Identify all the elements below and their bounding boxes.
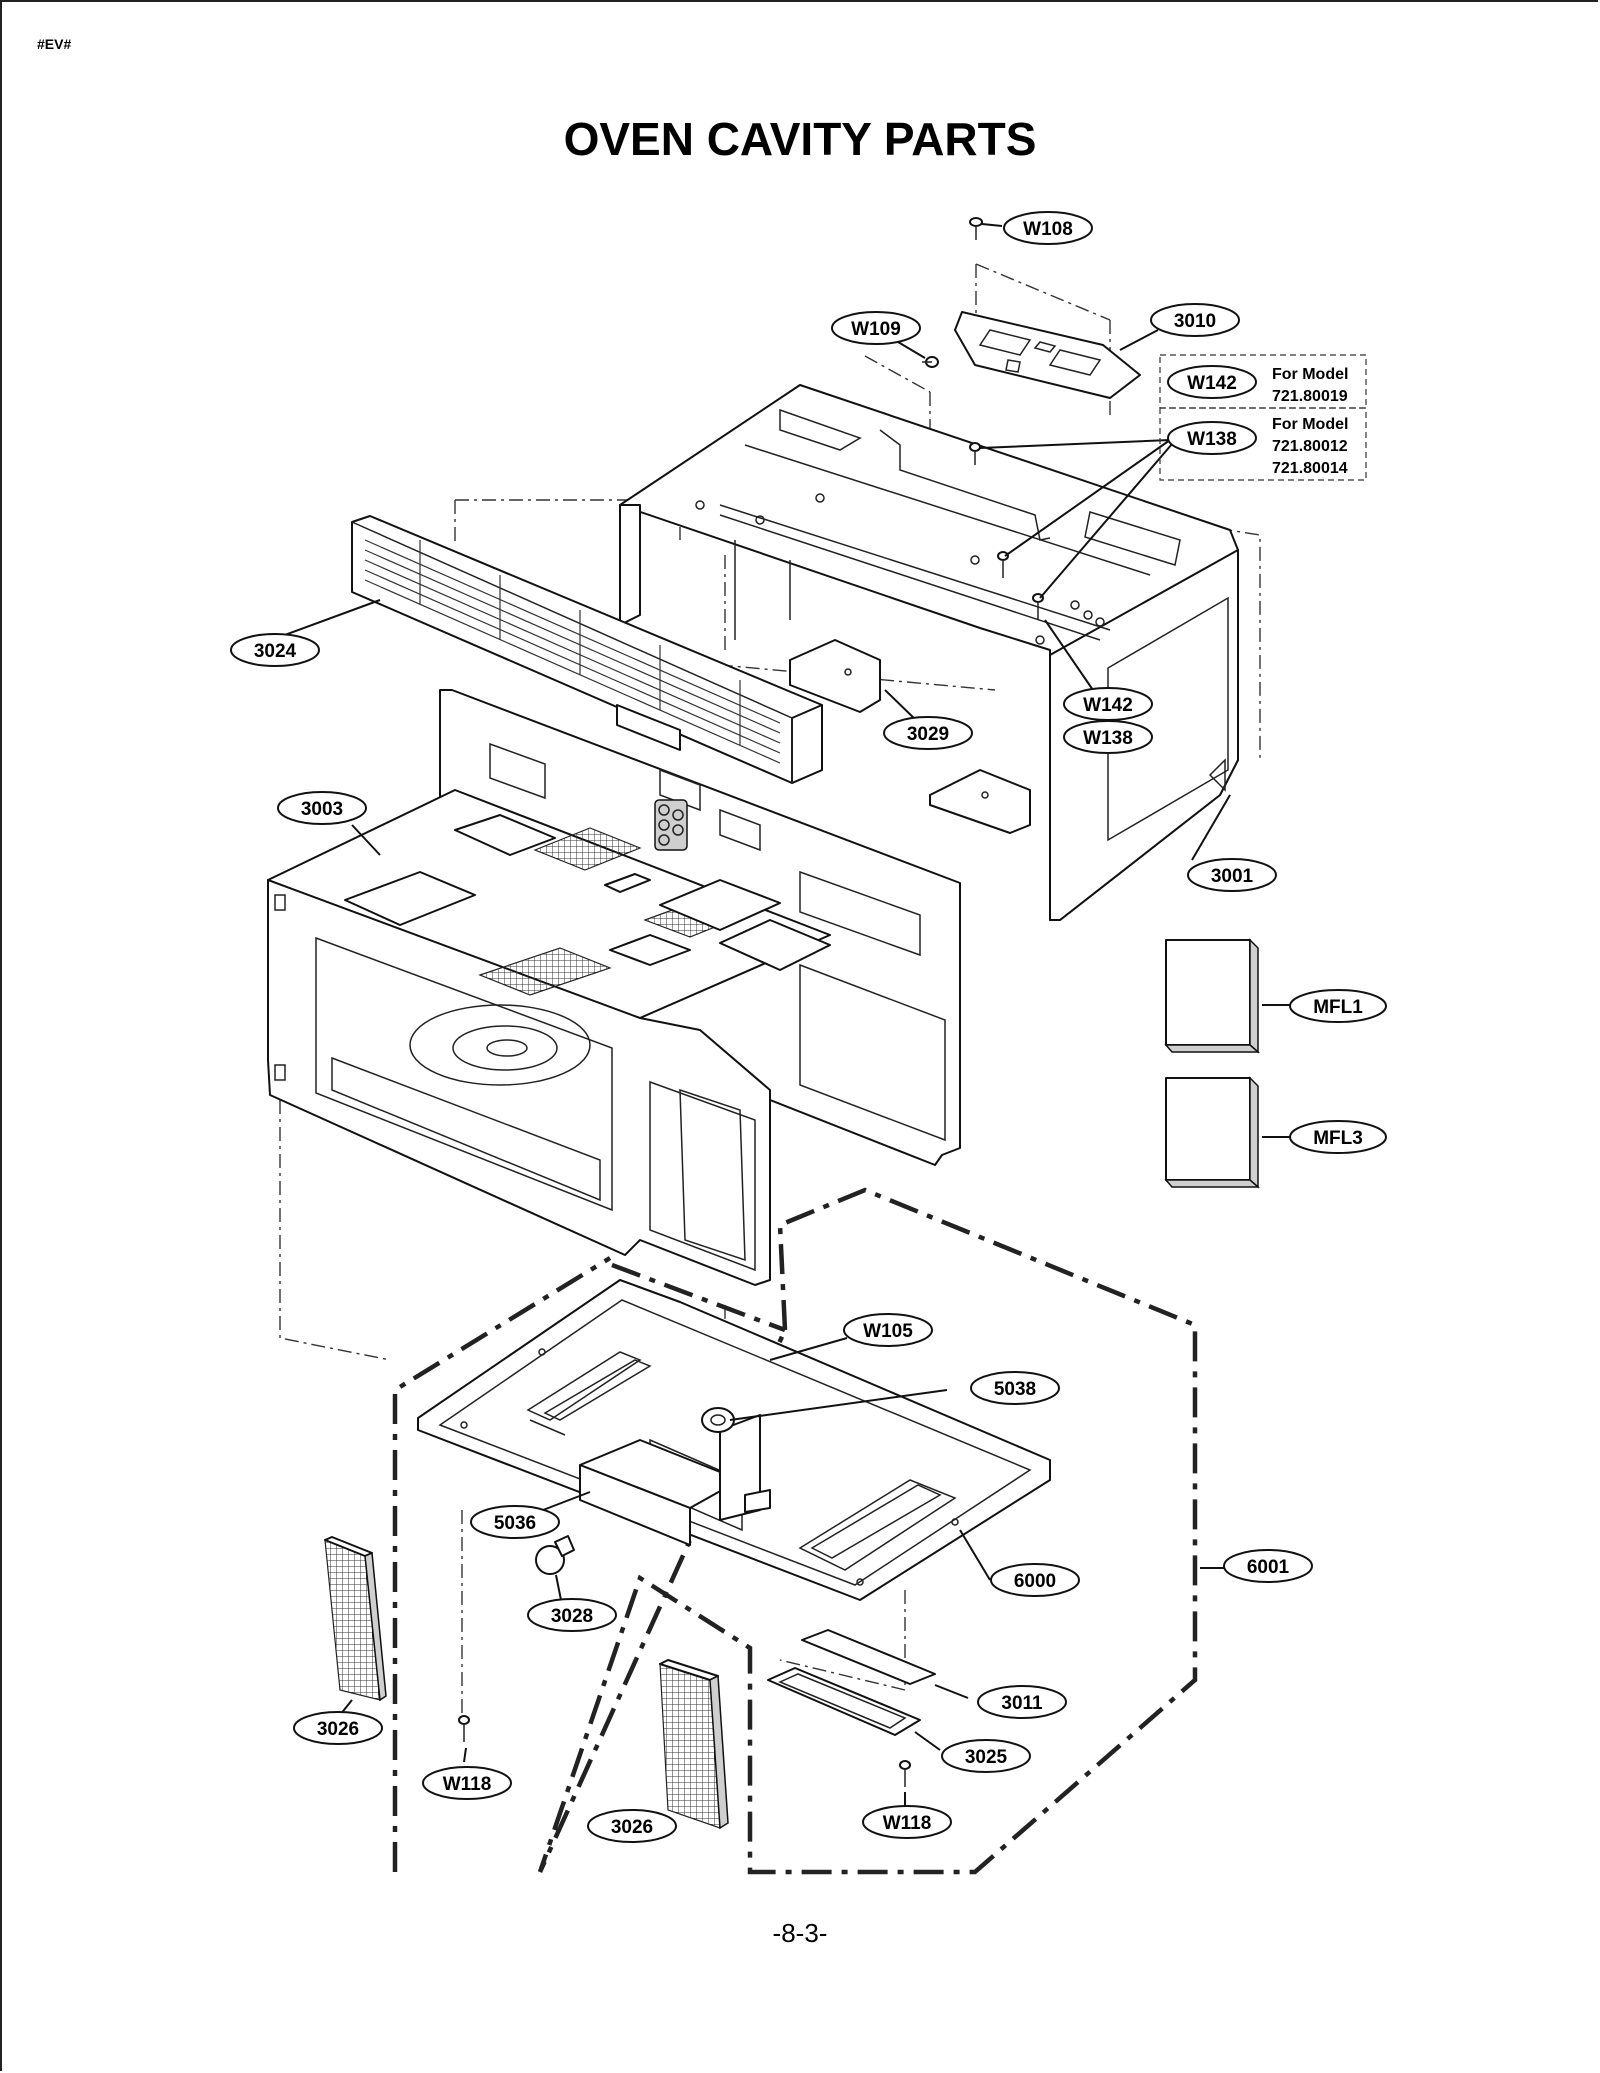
svg-text:W138: W138	[1187, 429, 1237, 450]
callout-3025: 3025	[941, 1739, 1031, 1773]
lamp-housing-3025	[767, 1667, 921, 1736]
svg-text:W108: W108	[1023, 219, 1073, 240]
screw-w108	[969, 217, 983, 240]
svg-text:W138: W138	[1083, 728, 1133, 749]
screw-w138-c	[1032, 593, 1044, 620]
screw-w109	[922, 356, 939, 368]
screw-w138-b	[997, 551, 1009, 578]
lamp-cover-3011	[801, 1629, 936, 1685]
svg-text:MFL1: MFL1	[1313, 997, 1363, 1018]
svg-text:3025: 3025	[965, 1747, 1008, 1768]
outline-6001	[392, 1187, 1198, 1875]
svg-text:W105: W105	[863, 1321, 913, 1342]
callout-w118-right: W118	[862, 1805, 952, 1839]
page-number: -8-3-	[772, 1918, 828, 1948]
vent-grille-3024	[351, 515, 823, 784]
callout-3003: 3003	[277, 791, 367, 825]
grease-filter-3026-left	[324, 1536, 387, 1702]
callout-w109: W109	[831, 311, 921, 345]
base-plate-6000	[417, 1279, 1051, 1601]
callout-mfl3: MFL3	[1289, 1120, 1387, 1154]
oven-cavity-3003	[267, 689, 961, 1286]
svg-text:W142: W142	[1083, 695, 1133, 716]
svg-text:MFL3: MFL3	[1313, 1128, 1363, 1149]
top-plate-3010	[954, 311, 1141, 399]
callout-3010: 3010	[1150, 303, 1240, 337]
callout-labels: W108 3010 W109 W142 W138 3024 W142 W138 …	[230, 211, 1387, 1843]
svg-text:3010: 3010	[1174, 311, 1216, 332]
svg-text:5038: 5038	[994, 1379, 1036, 1400]
svg-text:3024: 3024	[254, 641, 297, 662]
callout-3024: 3024	[230, 633, 320, 667]
callout-mfl1: MFL1	[1289, 989, 1387, 1023]
callout-w118-left: W118	[422, 1766, 512, 1800]
note-w138-model-2: 721.80014	[1272, 460, 1348, 477]
note-w142-prefix: For Model	[1272, 366, 1348, 383]
callout-3026-right: 3026	[587, 1809, 677, 1843]
callout-w105: W105	[843, 1313, 933, 1347]
note-w138-model-1: 721.80012	[1272, 438, 1348, 455]
callout-w138-mid: W138	[1063, 720, 1153, 754]
callout-w108: W108	[1003, 211, 1093, 245]
screw-w118-b	[899, 1760, 911, 1787]
svg-text:3011: 3011	[1001, 1693, 1043, 1714]
svg-text:5036: 5036	[494, 1513, 536, 1534]
svg-text:W118: W118	[443, 1774, 492, 1795]
callout-6001: 6001	[1223, 1549, 1313, 1583]
callout-6000: 6000	[990, 1563, 1080, 1597]
callout-5038: 5038	[970, 1371, 1060, 1405]
note-w138-prefix: For Model	[1272, 416, 1348, 433]
svg-text:3029: 3029	[907, 724, 949, 745]
model-notes: For Model 721.80019 For Model 721.80012 …	[1159, 354, 1367, 481]
svg-text:W118: W118	[883, 1813, 932, 1834]
callout-3026-left: 3026	[293, 1711, 383, 1745]
svg-text:3028: 3028	[551, 1606, 593, 1627]
svg-text:6000: 6000	[1014, 1571, 1056, 1592]
callout-5036: 5036	[470, 1505, 560, 1539]
svg-text:W142: W142	[1187, 373, 1237, 394]
screw-w118-a	[458, 1715, 470, 1742]
callout-3011: 3011	[977, 1685, 1067, 1719]
callout-w138-top: W138	[1167, 421, 1257, 455]
svg-text:3003: 3003	[301, 799, 343, 820]
callout-w142-mid: W142	[1063, 687, 1153, 721]
svg-text:3026: 3026	[611, 1817, 653, 1838]
manual-mfl1	[1164, 938, 1260, 1054]
callout-3028: 3028	[527, 1598, 617, 1632]
brackets-3029	[789, 639, 1031, 834]
callout-w142-top: W142	[1167, 365, 1257, 399]
grease-filter-3026-right	[659, 1659, 729, 1830]
svg-text:3001: 3001	[1211, 866, 1254, 887]
svg-text:3026: 3026	[317, 1719, 359, 1740]
svg-text:W109: W109	[851, 319, 901, 340]
callout-3001: 3001	[1187, 858, 1277, 892]
manual-mfl3	[1164, 1076, 1260, 1189]
svg-text:6001: 6001	[1247, 1557, 1290, 1578]
document-code: #EV#	[37, 36, 72, 52]
lamp-3028	[535, 1535, 575, 1575]
page-title: OVEN CAVITY PARTS	[563, 113, 1037, 165]
note-w142-model: 721.80019	[1272, 388, 1348, 405]
callout-3029: 3029	[883, 716, 973, 750]
